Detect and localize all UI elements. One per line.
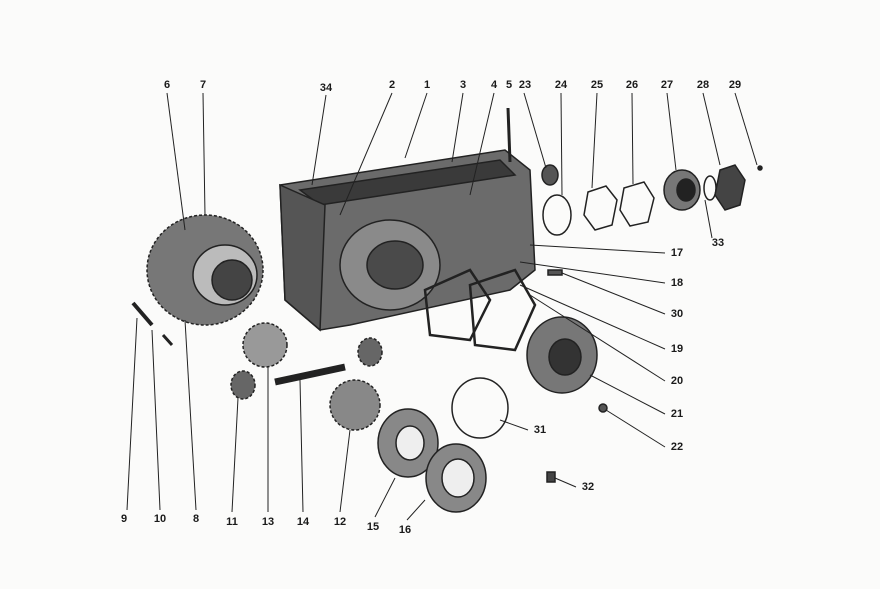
callout-29: 29 (728, 79, 742, 91)
bearing-15 (377, 408, 439, 478)
callout-15: 15 (366, 521, 380, 533)
bolt-5 (506, 107, 512, 163)
pinion-upper (357, 337, 383, 367)
callout-1: 1 (423, 79, 431, 91)
callout-26: 26 (625, 79, 639, 91)
flange-28 (714, 164, 746, 211)
callout-18: 18 (670, 277, 684, 289)
callout-5: 5 (505, 79, 513, 91)
gasket-26 (619, 181, 655, 227)
gasket-20 (468, 268, 537, 352)
pinion-11 (230, 370, 256, 400)
o-ring-31 (451, 377, 509, 439)
gasket-25 (583, 185, 618, 231)
callout-25: 25 (590, 79, 604, 91)
callout-2: 2 (388, 79, 396, 91)
lock-plate-9 (131, 301, 154, 327)
leader-lines (126, 92, 758, 521)
callout-4: 4 (490, 79, 498, 91)
side-gear-13 (242, 322, 288, 368)
callout-23: 23 (518, 79, 532, 91)
callout-33: 33 (711, 237, 725, 249)
callout-12: 12 (333, 516, 347, 528)
o-ring-33 (703, 175, 717, 201)
gear-housing (279, 149, 536, 332)
callout-24: 24 (554, 79, 568, 91)
callout-31: 31 (533, 424, 547, 436)
callout-6: 6 (163, 79, 171, 91)
bolt-8 (161, 333, 174, 347)
callout-10: 10 (153, 513, 167, 525)
callout-30: 30 (670, 308, 684, 320)
callout-16: 16 (398, 524, 412, 536)
callout-27: 27 (660, 79, 674, 91)
callout-22: 22 (670, 441, 684, 453)
callout-14: 14 (296, 516, 310, 528)
gasket-19 (423, 268, 492, 342)
ring-gear (146, 214, 264, 326)
screw-29 (757, 165, 763, 171)
callout-21: 21 (670, 408, 684, 420)
bearing-cap-27 (663, 169, 701, 211)
plug-32 (546, 471, 556, 483)
callout-8: 8 (192, 513, 200, 525)
callout-7: 7 (199, 79, 207, 91)
bearing-16 (425, 443, 487, 513)
cross-shaft-14 (274, 363, 346, 386)
callout-34: 34 (319, 82, 333, 94)
callout-3: 3 (459, 79, 467, 91)
callout-9: 9 (120, 513, 128, 525)
side-gear-12 (329, 379, 381, 431)
callout-19: 19 (670, 343, 684, 355)
callout-20: 20 (670, 375, 684, 387)
o-ring-24 (542, 194, 572, 236)
bolt-30 (547, 269, 563, 276)
callout-28: 28 (696, 79, 710, 91)
side-cover-21 (526, 316, 598, 394)
plug-23 (541, 164, 559, 186)
plug-22 (598, 403, 608, 413)
callout-32: 32 (581, 481, 595, 493)
callout-17: 17 (670, 247, 684, 259)
callout-13: 13 (261, 516, 275, 528)
callout-11: 11 (226, 516, 238, 528)
